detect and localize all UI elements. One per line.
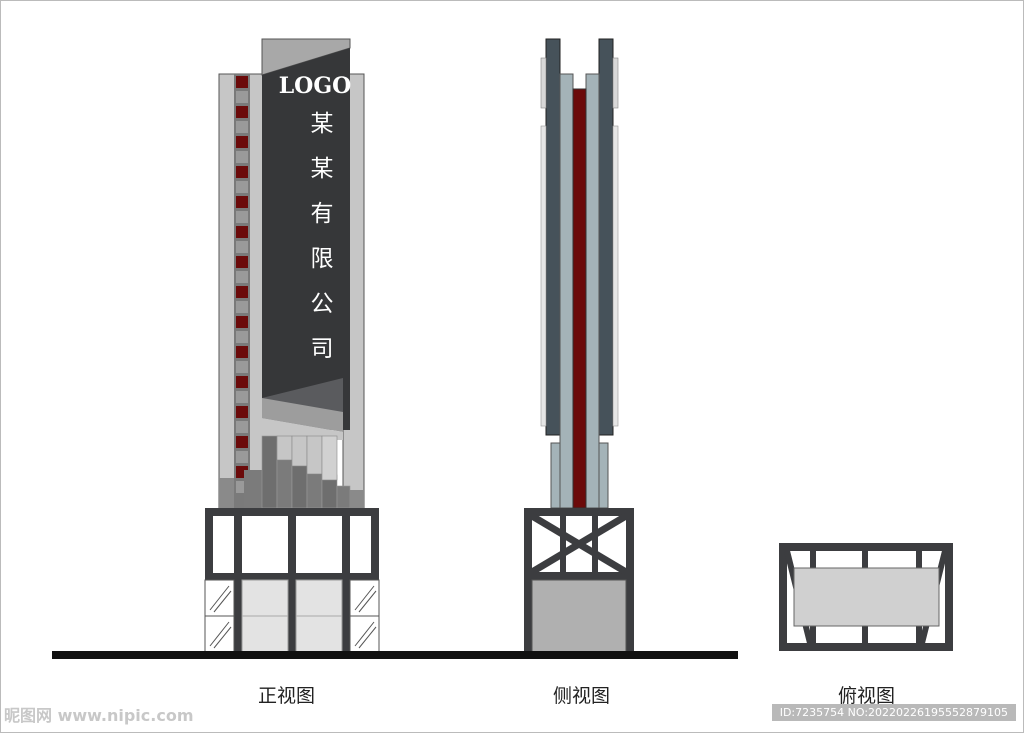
- top-view: [779, 543, 953, 651]
- side-base-frame: [524, 508, 634, 653]
- side-left-column: [545, 38, 561, 436]
- company-char: 有: [311, 201, 334, 227]
- side-accent-stripe: [572, 88, 587, 509]
- company-name: 某 某 有 限 公 司: [311, 111, 334, 362]
- company-char: 司: [311, 336, 334, 362]
- front-accent-stripe: [234, 74, 250, 508]
- company-char: 某: [311, 156, 334, 182]
- front-diagonal-graphic: [262, 378, 343, 440]
- side-view: [524, 38, 634, 653]
- watermark-id: ID:7235754 NO:20220226195552879105: [771, 704, 1016, 721]
- company-char: 限: [311, 246, 334, 272]
- side-glass-left: [559, 73, 574, 509]
- ground-line: [52, 651, 738, 659]
- front-view: LOGO 某 某 有 限 公 司: [204, 38, 380, 653]
- front-base-frame: [204, 508, 380, 653]
- top-view-sign-slab: [793, 567, 940, 627]
- front-view-label: 正视图: [258, 685, 316, 707]
- logo-text: LOGO: [279, 73, 352, 99]
- side-right-column: [598, 38, 614, 436]
- side-glass-right: [585, 73, 600, 509]
- top-view-label: 俯视图: [838, 685, 896, 707]
- watermark-site: 昵图网 www.nipic.com: [4, 706, 194, 725]
- company-char: 某: [311, 111, 334, 137]
- front-dark-panel: [262, 48, 350, 430]
- side-view-label: 侧视图: [553, 685, 611, 707]
- company-char: 公: [311, 291, 334, 317]
